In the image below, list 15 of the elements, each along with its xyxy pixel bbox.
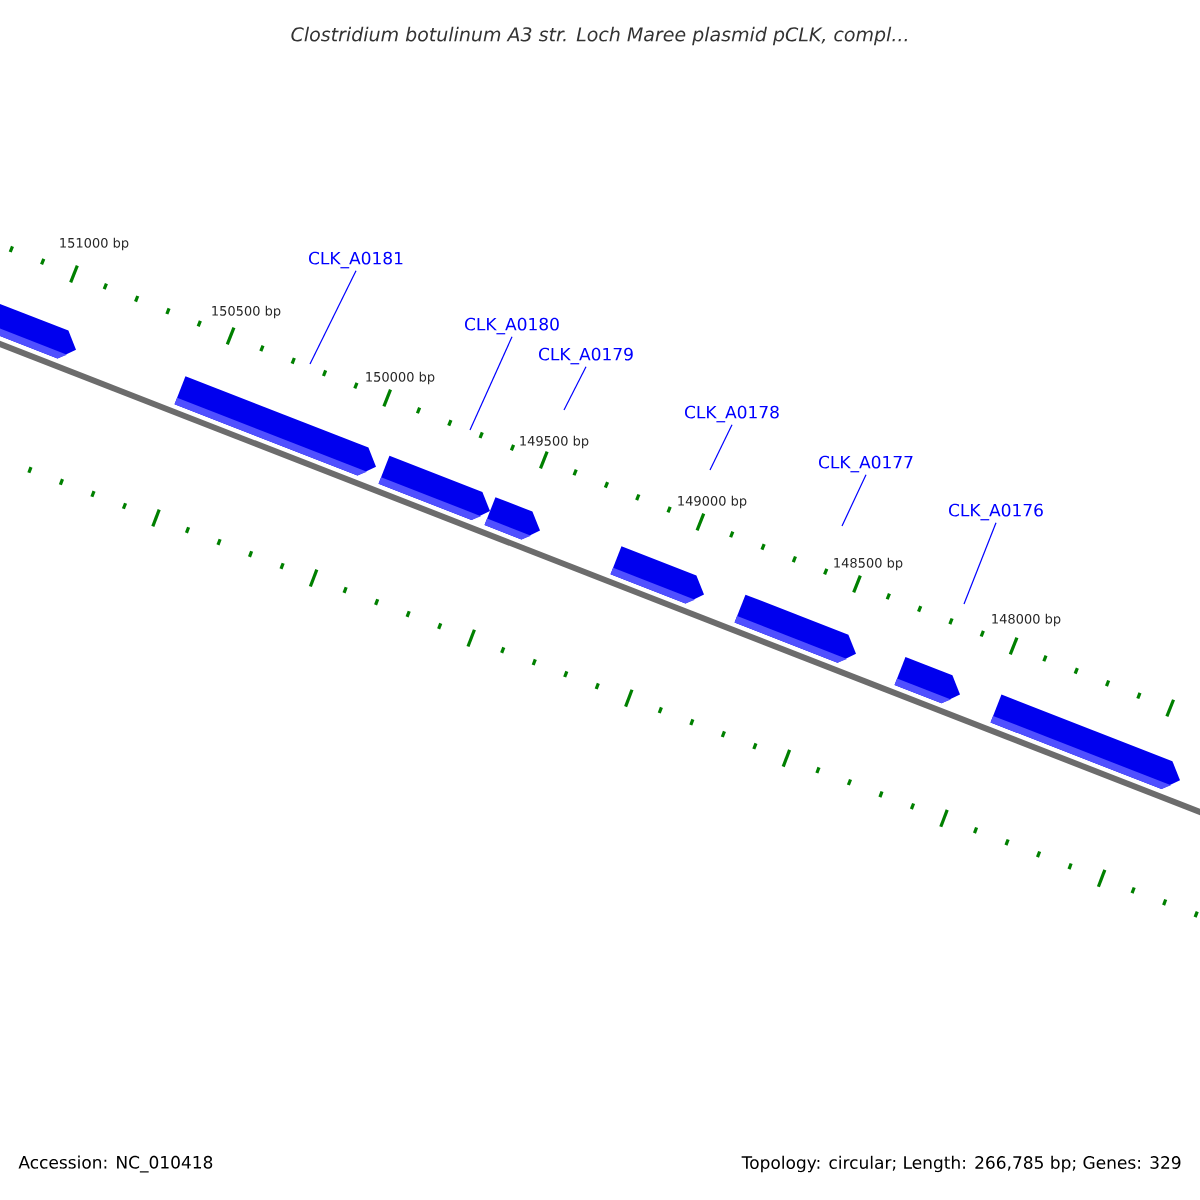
leader-line [309,270,357,365]
leader-line [841,474,867,527]
gene-label: CLK_A0177 [819,455,913,473]
leader-line [963,522,997,605]
leader-line [563,366,587,411]
leader-line [469,336,513,431]
footer-text: Accession: NC_010418 [18,1155,213,1173]
gene-label: CLK_A0179 [539,347,633,365]
footer-text: Topology: circular; Length: 266,785 bp; Genes: 329 [741,1155,1181,1173]
gene-label: CLK_A0181 [309,251,403,269]
gene-label: CLK_A0178 [685,405,779,423]
leader-line [709,424,733,471]
gene-label: CLK_A0176 [949,503,1043,521]
gene-label: CLK_A0180 [465,317,559,335]
title: Clostridium botulinum A3 str. Loch Maree plasmid pCLK, compl... [291,26,907,46]
